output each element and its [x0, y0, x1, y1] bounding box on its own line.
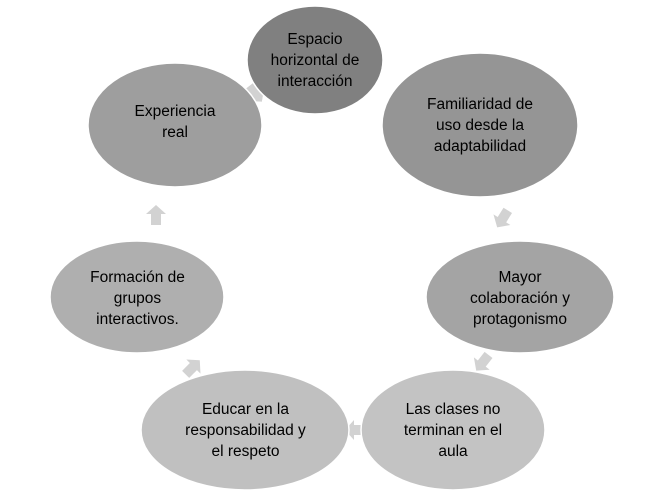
- arrows-layer: [146, 82, 513, 440]
- node-ellipse-n6: [49, 240, 225, 354]
- nodes-layer: [49, 5, 615, 490]
- cycle-arrow-n3-to-n4: [473, 351, 493, 371]
- cycle-arrow-n2-to-n3: [493, 207, 513, 228]
- cycle-arrow-n5-to-n6: [182, 359, 201, 378]
- node-ellipse-n2: [381, 52, 579, 198]
- node-ellipse-n5: [140, 369, 350, 490]
- node-ellipse-n3: [425, 240, 615, 354]
- cycle-arrow-n7-to-n1: [245, 82, 265, 102]
- node-ellipse-n4: [360, 369, 546, 490]
- node-ellipse-n1: [246, 5, 384, 115]
- cycle-arrow-n4-to-n5: [345, 420, 365, 440]
- cycle-arrow-n6-to-n7: [146, 205, 166, 225]
- node-ellipse-n7: [87, 62, 263, 188]
